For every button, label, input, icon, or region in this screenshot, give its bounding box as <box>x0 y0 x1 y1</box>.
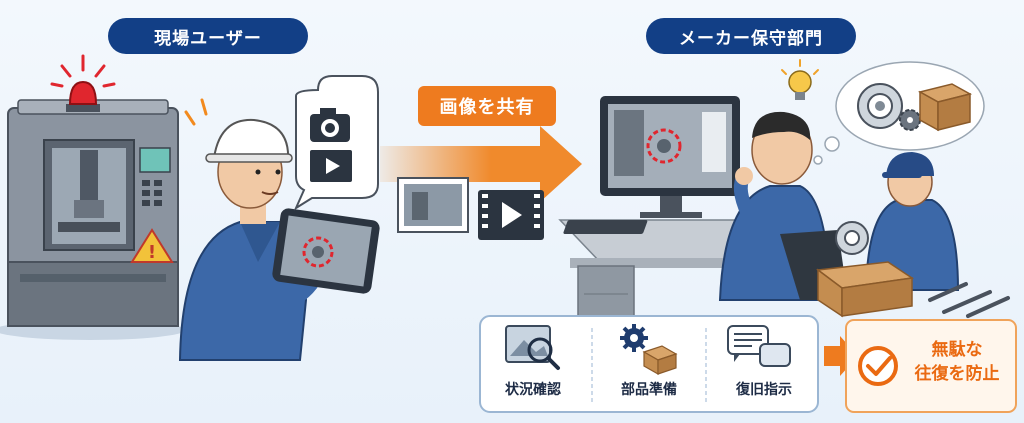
bearing-icon <box>857 83 903 129</box>
result-arrow <box>824 336 858 376</box>
cardboard-box-icon <box>816 261 915 318</box>
check-circle-icon <box>858 346 898 386</box>
chat-bubbles-icon <box>727 325 791 367</box>
light-bulb-icon <box>781 59 819 100</box>
result-box <box>845 319 1017 413</box>
step-label-parts: 部品準備 <box>621 382 677 398</box>
maker-dept-label: メーカー保守部門 <box>646 18 856 54</box>
svg-text:!: ! <box>148 242 156 263</box>
step-label-check: 状況確認 <box>505 382 561 398</box>
thought-bubble <box>813 61 985 165</box>
gear-box-icon <box>620 324 678 376</box>
box-icon <box>917 83 973 132</box>
video-thumbnail-icon <box>478 190 544 240</box>
monitor-icon <box>563 96 740 234</box>
tools-icon <box>928 282 1010 318</box>
field-worker <box>178 98 330 361</box>
steps-panel <box>479 315 819 413</box>
video-icon <box>310 150 352 182</box>
result-line-2: 往復を防止 <box>914 364 1000 384</box>
result-text: 無駄な 往復を防止 <box>902 338 1012 386</box>
share-label: 画像を共有 <box>418 86 556 126</box>
maker-engineer <box>718 111 848 301</box>
camera-icon <box>310 108 350 142</box>
tablet-icon <box>272 208 380 294</box>
media-bubble <box>293 75 379 211</box>
field-user-label: 現場ユーザー <box>108 18 308 54</box>
share-arrow <box>380 126 582 202</box>
bearing-icon <box>835 221 869 255</box>
search-image-icon <box>505 325 560 370</box>
warning-beacon-icon <box>50 54 116 112</box>
machine-tool: ! <box>0 99 185 340</box>
step-label-instruct: 復旧指示 <box>736 382 792 398</box>
parts-technician <box>816 152 1010 318</box>
photo-thumbnail-icon <box>397 177 469 233</box>
result-line-1: 無駄な <box>931 340 983 360</box>
gear-icon <box>899 109 921 131</box>
